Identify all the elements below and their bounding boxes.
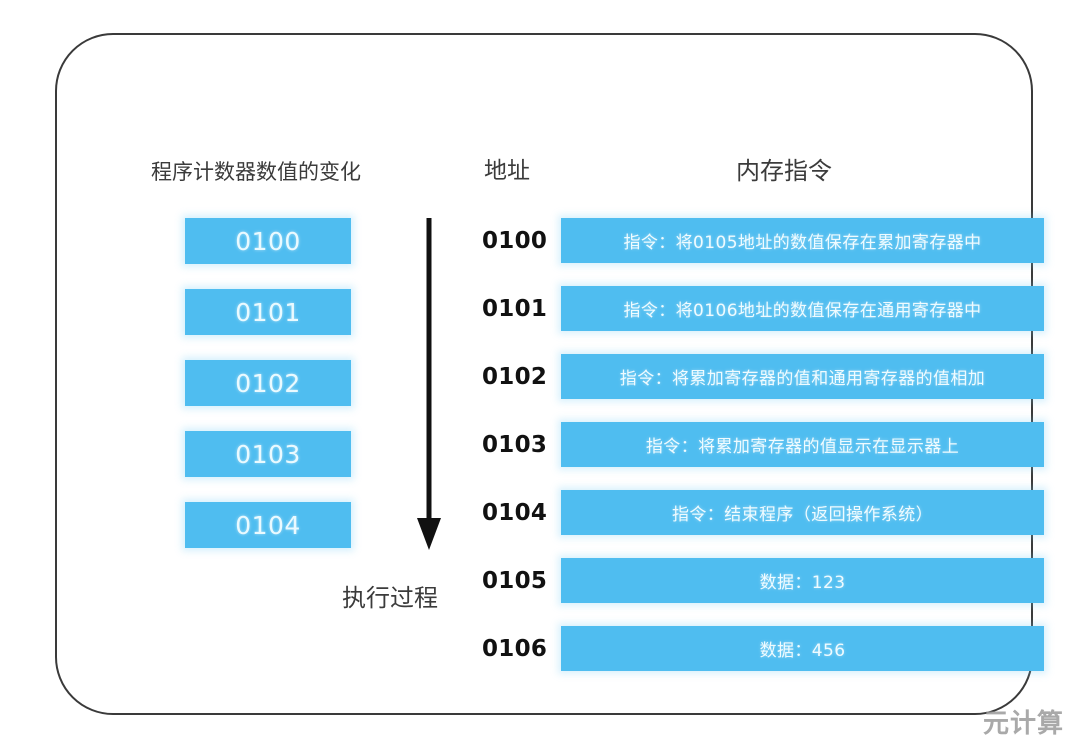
- memory-instruction-bar: 指令：将0106地址的数值保存在通用寄存器中: [561, 286, 1044, 331]
- memory-data-bar: 数据：123: [561, 558, 1044, 603]
- execution-flow-label: 执行过程: [342, 584, 438, 612]
- memory-row: 0101 指令：将0106地址的数值保存在通用寄存器中: [482, 286, 1044, 331]
- program-counter-value: 0103: [235, 439, 301, 469]
- program-counter-value: 0102: [235, 368, 301, 398]
- program-counter-value: 0100: [235, 226, 301, 256]
- memory-row: 0100 指令：将0105地址的数值保存在累加寄存器中: [482, 218, 1044, 263]
- memory-address: 0106: [482, 635, 548, 662]
- memory-instruction-bar: 指令：结束程序（返回操作系统）: [561, 490, 1044, 535]
- memory-cell-text: 数据：456: [759, 641, 846, 661]
- program-counter-box: 0100: [185, 218, 351, 264]
- column-heading-program-counter: 程序计数器数值的变化: [151, 160, 361, 184]
- memory-cell-text: 指令：将0106地址的数值保存在通用寄存器中: [623, 301, 982, 321]
- memory-row: 0104 指令：结束程序（返回操作系统）: [482, 490, 1044, 535]
- memory-cell-text: 指令：将0105地址的数值保存在累加寄存器中: [623, 233, 982, 253]
- column-heading-memory-instruction: 内存指令: [736, 157, 832, 185]
- program-counter-box: 0101: [185, 289, 351, 335]
- memory-instruction-bar: 指令：将累加寄存器的值显示在显示器上: [561, 422, 1044, 467]
- memory-instruction-bar: 指令：将0105地址的数值保存在累加寄存器中: [561, 218, 1044, 263]
- memory-row: 0106 数据：456: [482, 626, 1044, 671]
- memory-instruction-bar: 指令：将累加寄存器的值和通用寄存器的值相加: [561, 354, 1044, 399]
- memory-table: 0100 指令：将0105地址的数值保存在累加寄存器中 0101 指令：将0106地址…: [482, 218, 1044, 694]
- memory-row: 0103 指令：将累加寄存器的值显示在显示器上: [482, 422, 1044, 467]
- program-counter-box: 0103: [185, 431, 351, 477]
- program-counter-value: 0104: [235, 510, 301, 540]
- down-arrow-icon: [417, 218, 441, 550]
- memory-address: 0100: [482, 227, 548, 254]
- column-heading-address: 地址: [484, 158, 530, 184]
- program-counter-box: 0104: [185, 502, 351, 548]
- memory-address: 0104: [482, 499, 548, 526]
- program-counter-box: 0102: [185, 360, 351, 406]
- memory-address: 0102: [482, 363, 548, 390]
- program-counter-value: 0101: [235, 297, 301, 327]
- program-counter-list: 0100 0101 0102 0103 0104: [185, 218, 351, 573]
- memory-address: 0101: [482, 295, 548, 322]
- diagram-card: 程序计数器数值的变化 地址 内存指令 0100 0101 0102 0103 0104 …: [55, 33, 1044, 715]
- memory-cell-text: 指令：将累加寄存器的值和通用寄存器的值相加: [619, 369, 986, 389]
- memory-cell-text: 数据：123: [759, 573, 846, 593]
- memory-cell-text: 指令：结束程序（返回操作系统）: [672, 505, 933, 525]
- watermark: 元计算: [982, 709, 1064, 739]
- memory-address: 0105: [482, 567, 548, 594]
- memory-row: 0102 指令：将累加寄存器的值和通用寄存器的值相加: [482, 354, 1044, 399]
- memory-address: 0103: [482, 431, 548, 458]
- memory-cell-text: 指令：将累加寄存器的值显示在显示器上: [645, 437, 960, 457]
- memory-data-bar: 数据：456: [561, 626, 1044, 671]
- memory-row: 0105 数据：123: [482, 558, 1044, 603]
- execution-flow-arrow: [413, 218, 447, 550]
